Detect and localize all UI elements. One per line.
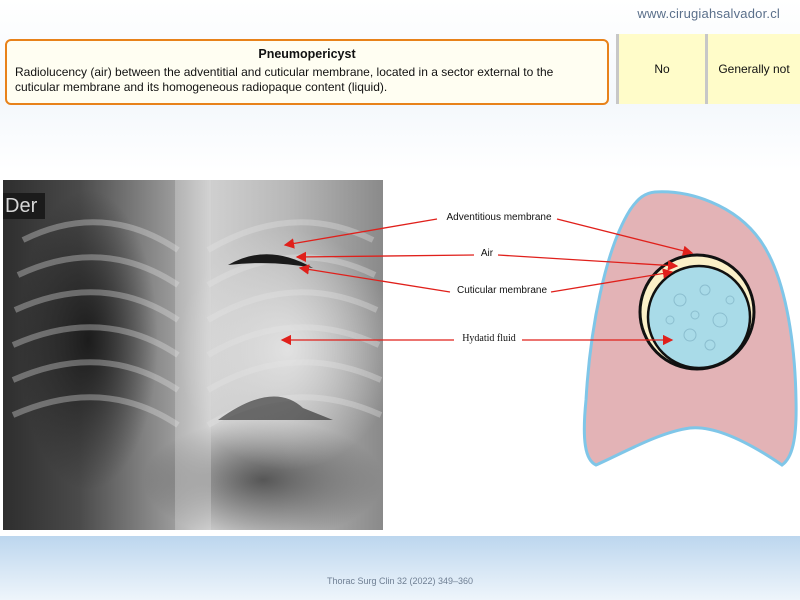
table-cell-col1-text: No — [654, 62, 670, 76]
cyst-adventitial-ring — [638, 253, 756, 371]
citation: Thorac Surg Clin 32 (2022) 349–360 — [326, 576, 474, 586]
label-adventitious-membrane: Adventitious membrane — [446, 212, 552, 223]
table-cell-col2-text: Generally not — [718, 62, 790, 76]
lung-shape — [582, 190, 798, 467]
xray-ribs — [11, 180, 383, 530]
arrow-cuticular-diagram — [550, 268, 674, 293]
arrow-air-diagram — [497, 254, 679, 271]
footer-background — [0, 536, 800, 600]
chest-xray-image: Der — [3, 180, 383, 530]
site-url: www.cirugiahsalvador.cl — [637, 6, 780, 21]
definition-title: Pneumopericyst — [258, 47, 356, 61]
cyst-hydatid-fluid — [646, 264, 752, 370]
label-cuticular-membrane: Cuticular membrane — [456, 285, 548, 296]
definition-text: Radiolucency (air) between the adventiti… — [15, 65, 554, 94]
definition-box: Pneumopericyst Radiolucency (air) betwee… — [5, 39, 609, 105]
fluid-texture — [665, 284, 735, 351]
arrow-adventitious-diagram — [556, 218, 694, 256]
xray-side-label: Der — [3, 193, 45, 219]
table-cell-col2: Generally not — [705, 34, 800, 104]
classification-table-row: Pneumopericyst Radiolucency (air) betwee… — [0, 34, 800, 106]
table-cell-col1: No — [616, 34, 705, 104]
label-hydatid-fluid: Hydatid fluid — [462, 333, 516, 344]
label-air: Air — [480, 248, 494, 259]
